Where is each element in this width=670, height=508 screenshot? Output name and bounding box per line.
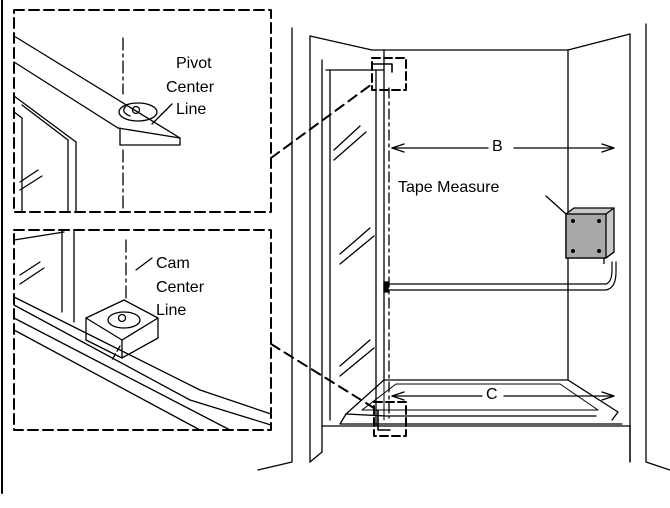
cam-connector [270,343,375,409]
dimension-c-label: C [484,385,500,405]
tape-measure-label: Tape Measure [398,179,500,196]
dimension-b-label: B [490,137,505,157]
cam-label-line2: Center [156,279,205,296]
dimension-b [391,143,615,153]
cam-target-box [373,401,407,437]
cam-detail-box [13,229,272,431]
tape-measure-leader [545,195,567,215]
dimension-c [391,391,615,401]
pivot-target-box [371,57,407,91]
tape-measure-icon [565,207,615,264]
pivot-detail-box [13,9,272,213]
pivot-connector [270,83,373,159]
pivot-label-line3: Line [176,101,207,118]
pivot-label-line2: Center [166,79,215,96]
cam-label-line3: Line [156,302,187,319]
cam-label-line1: Cam [156,255,190,272]
pivot-label-line1: Pivot [176,55,212,72]
